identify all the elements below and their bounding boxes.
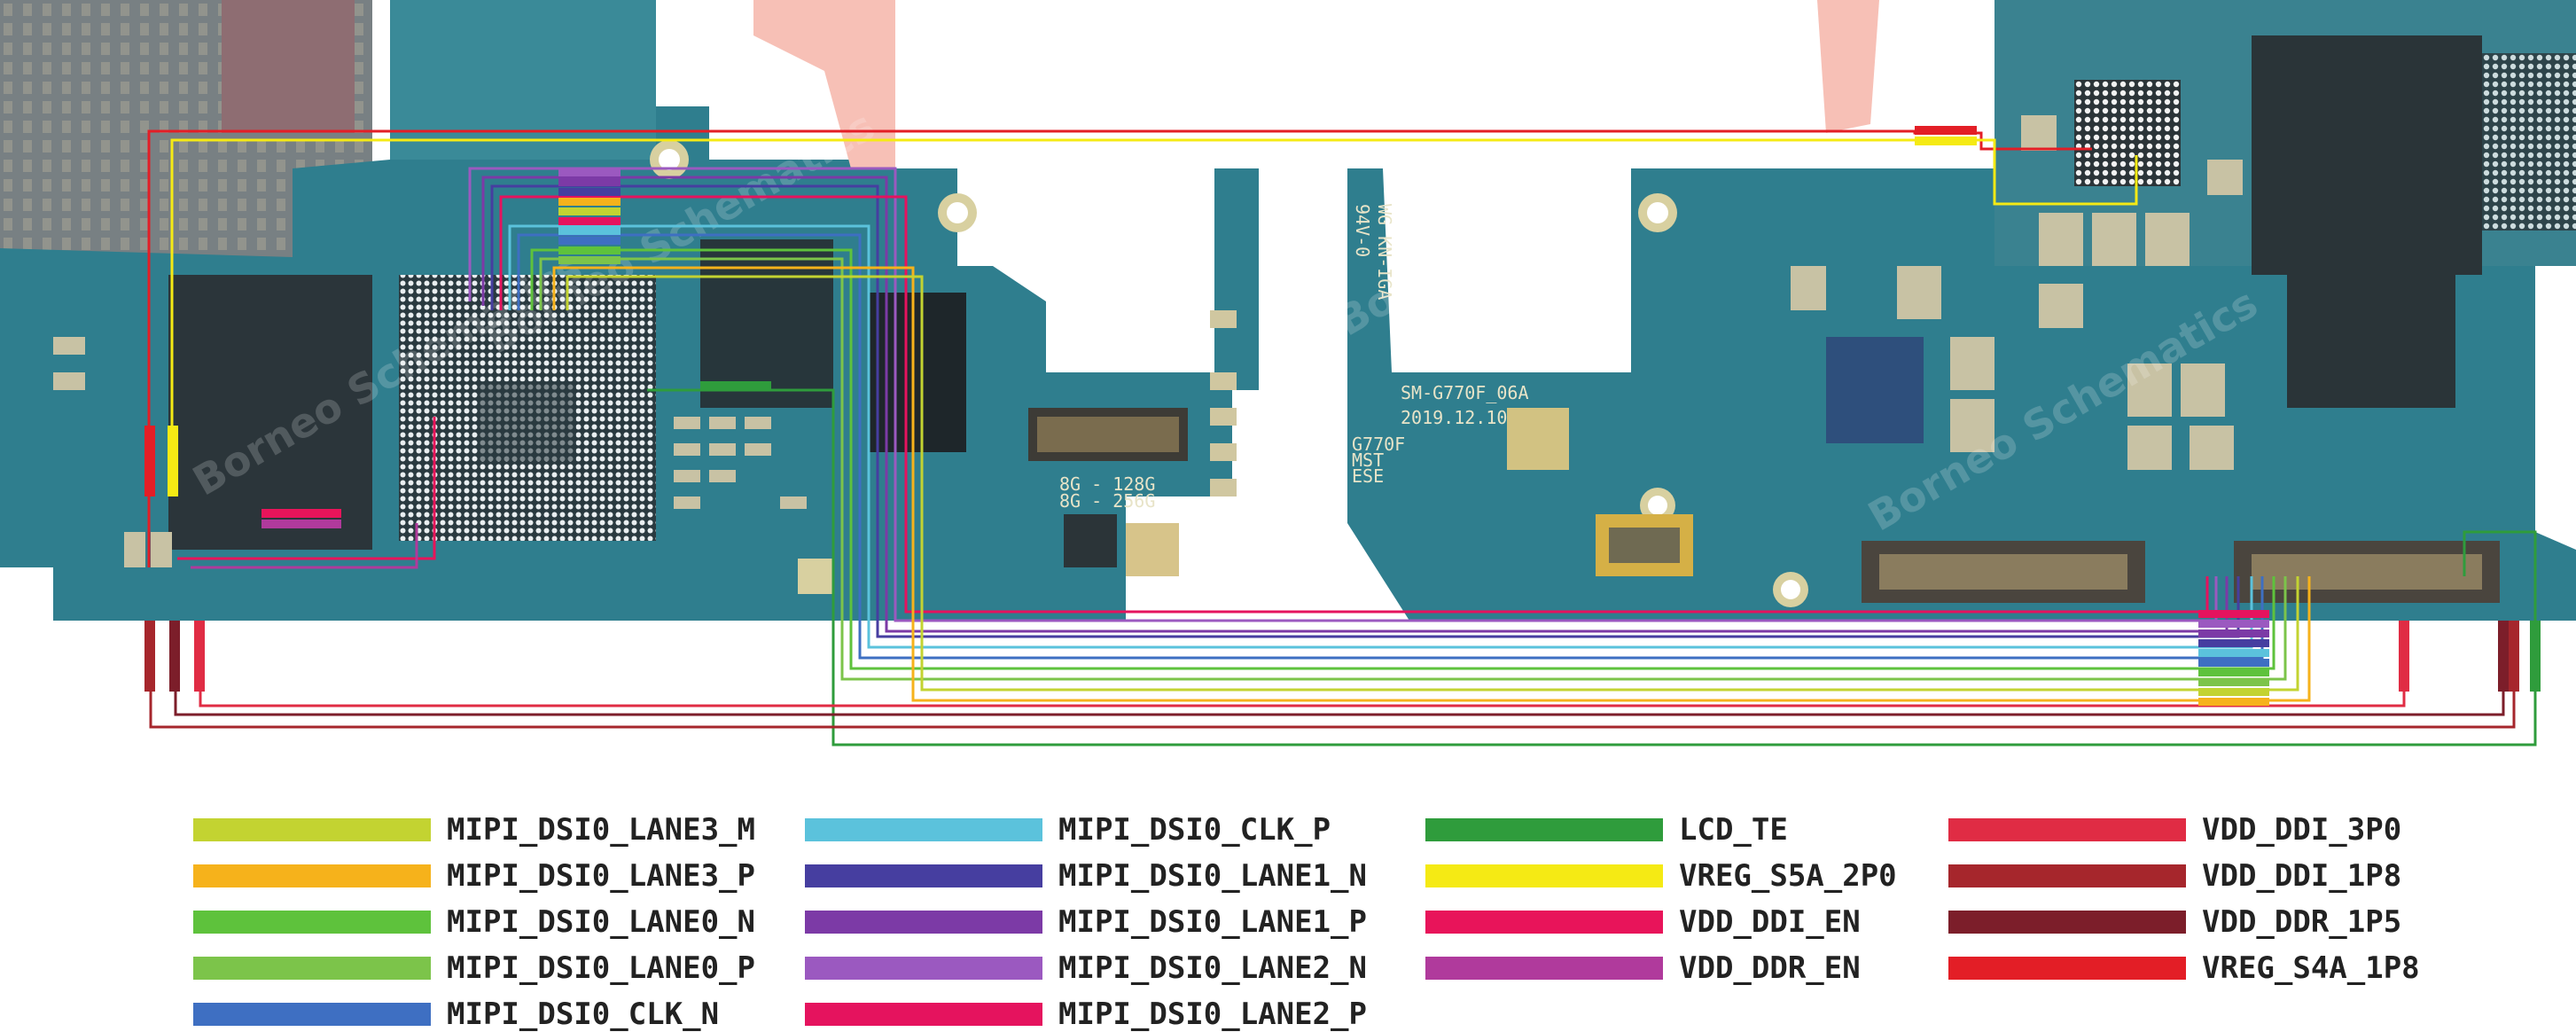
flex-text: WG KN-IGA	[1374, 204, 1395, 300]
memory-chip	[168, 275, 372, 550]
legend-item: MIPI_DSI0_LANE2_N	[805, 950, 1367, 986]
legend-swatch	[193, 818, 431, 841]
legend-label: VDD_DDI_3P0	[2202, 812, 2402, 848]
variant-line-2: MST	[1352, 450, 1384, 471]
legend-item: MIPI_DSI0_CLK_N	[193, 997, 719, 1032]
legend-swatch	[805, 1003, 1042, 1026]
legend-swatch	[193, 957, 431, 980]
model-text: SM-G770F_06A	[1401, 382, 1529, 403]
legend-label: VREG_S5A_2P0	[1679, 858, 1897, 894]
legend-item: MIPI_DSI0_LANE2_P	[805, 997, 1367, 1032]
legend-item: MIPI_DSI0_LANE3_M	[193, 812, 755, 848]
legend-label: MIPI_DSI0_LANE1_P	[1058, 904, 1367, 940]
date-text: 2019.12.10	[1401, 407, 1507, 428]
legend-label: MIPI_DSI0_CLK_P	[1058, 812, 1331, 848]
flex-text-2: 94V-0	[1352, 204, 1373, 257]
legend-item: MIPI_DSI0_LANE3_P	[193, 858, 755, 894]
legend-swatch	[193, 864, 431, 887]
legend-label: VREG_S4A_1P8	[2202, 950, 2420, 986]
legend-swatch	[1425, 911, 1663, 934]
legend-item: MIPI_DSI0_LANE1_N	[805, 858, 1367, 894]
legend-label: MIPI_DSI0_LANE3_P	[447, 858, 755, 894]
legend-label: MIPI_DSI0_LANE2_N	[1058, 950, 1367, 986]
signal-tags	[144, 126, 2541, 706]
storage-line-1: 8G - 128G	[1059, 473, 1155, 495]
legend-swatch	[193, 1003, 431, 1026]
signal-legend: MIPI_DSI0_LANE3_M MIPI_DSI0_LANE3_P MIPI…	[0, 780, 2576, 1032]
legend-item: MIPI_DSI0_LANE1_P	[805, 904, 1367, 940]
legend-label: MIPI_DSI0_LANE3_M	[447, 812, 755, 848]
legend-label: VDD_DDR_EN	[1679, 950, 1861, 986]
legend-label: MIPI_DSI0_LANE2_P	[1058, 997, 1367, 1032]
legend-label: MIPI_DSI0_LANE1_N	[1058, 858, 1367, 894]
variant-line-1: G770F	[1352, 434, 1405, 455]
legend-label: VDD_DDI_1P8	[2202, 858, 2402, 894]
legend-item: VDD_DDI_EN	[1425, 904, 1861, 940]
legend-item: LCD_TE	[1425, 812, 1788, 848]
legend-swatch	[805, 957, 1042, 980]
legend-swatch	[1948, 911, 2186, 934]
legend-label: MIPI_DSI0_CLK_N	[447, 997, 720, 1032]
legend-item: VDD_DDR_EN	[1425, 950, 1861, 986]
legend-item: MIPI_DSI0_CLK_P	[805, 812, 1331, 848]
legend-swatch	[1948, 957, 2186, 980]
legend-swatch	[1425, 818, 1663, 841]
pmic-bga	[2074, 80, 2181, 186]
legend-item: VREG_S5A_2P0	[1425, 858, 1897, 894]
legend-swatch	[1425, 864, 1663, 887]
legend-label: VDD_DDI_EN	[1679, 904, 1861, 940]
pcb-board-diagram: 8G - 128G 8G - 256G SM-G770F_06A 2019.12…	[0, 0, 2576, 747]
legend-swatch	[805, 911, 1042, 934]
legend-swatch	[805, 864, 1042, 887]
legend-item: VDD_DDI_3P0	[1948, 812, 2401, 848]
legend-swatch	[1948, 818, 2186, 841]
legend-item: VDD_DDI_1P8	[1948, 858, 2401, 894]
storage-line-2: 8G - 256G	[1059, 490, 1155, 512]
legend-swatch	[805, 818, 1042, 841]
legend-swatch	[1948, 864, 2186, 887]
variant-line-3: ESE	[1352, 465, 1384, 487]
legend-item: VREG_S4A_1P8	[1948, 950, 2420, 986]
legend-label: LCD_TE	[1679, 812, 1788, 848]
legend-item: MIPI_DSI0_LANE0_N	[193, 904, 755, 940]
legend-item: VDD_DDR_1P5	[1948, 904, 2401, 940]
legend-swatch	[1425, 957, 1663, 980]
legend-label: VDD_DDR_1P5	[2202, 904, 2402, 940]
legend-label: MIPI_DSI0_LANE0_P	[447, 950, 755, 986]
legend-item: MIPI_DSI0_LANE0_P	[193, 950, 755, 986]
legend-label: MIPI_DSI0_LANE0_N	[447, 904, 755, 940]
legend-swatch	[193, 911, 431, 934]
